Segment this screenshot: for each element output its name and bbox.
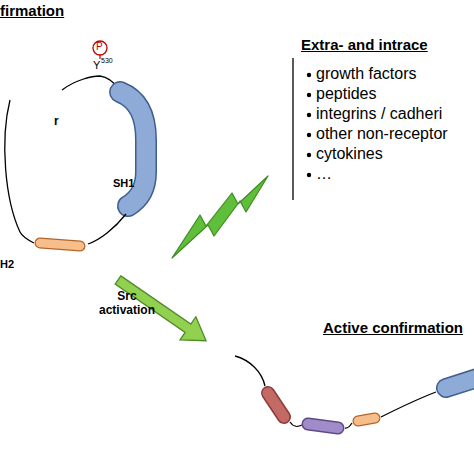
list-bracket (292, 58, 293, 200)
lightning-bolt (172, 176, 268, 258)
backbone-line (235, 356, 265, 386)
sh2-domain (40, 243, 80, 246)
sh2-domain-outline (40, 243, 80, 246)
sh2-domain (358, 418, 375, 421)
bullet (307, 73, 311, 77)
domain-label: SH1 (113, 177, 134, 190)
list-item: … (316, 165, 332, 183)
phosphate-circle (93, 41, 107, 55)
domain-label: r (54, 115, 59, 129)
list-item: peptides (316, 85, 377, 103)
sh3-domain-outline (268, 393, 284, 417)
list-item: cytokines (316, 145, 383, 163)
list-item: growth factors (316, 65, 416, 83)
bullet (307, 173, 311, 177)
domain-label: H2 (0, 258, 14, 271)
phosphate-label: P (96, 41, 103, 53)
sh1-domain-outline (446, 374, 474, 388)
linker-line (290, 422, 302, 427)
linker-line (20, 232, 34, 243)
sh2-domain-outline (358, 418, 375, 421)
linker-line (345, 423, 352, 428)
linker-line (88, 214, 126, 244)
sh3-domain (268, 393, 284, 417)
bullet (307, 113, 311, 117)
bullet (307, 133, 311, 137)
backbone-line (5, 100, 20, 232)
purple-domain (308, 424, 338, 428)
bullet (307, 93, 311, 97)
sh1-domain (446, 374, 474, 388)
residue-label: Y (93, 59, 100, 72)
list-item: integrins / cadheri (316, 105, 442, 123)
arrow-label: Src activation (92, 290, 162, 318)
bullet (307, 153, 311, 157)
residue-number: 530 (101, 57, 113, 65)
list-heading: Extra- and intrace (301, 36, 428, 53)
section-heading: firmation (0, 2, 64, 19)
linker-line (381, 392, 436, 417)
sh2-purple-domain-outline (308, 424, 338, 428)
list-item: other non-receptor (316, 125, 448, 143)
section-heading: Active confirmation (323, 319, 463, 336)
